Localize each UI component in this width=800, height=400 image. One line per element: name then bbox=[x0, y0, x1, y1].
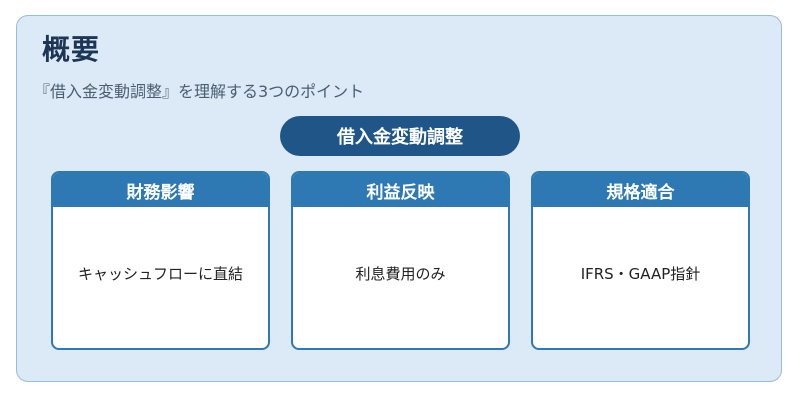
point-card-financial-impact: 財務影響 キャッシュフローに直結 bbox=[51, 171, 270, 350]
card-header: 利益反映 bbox=[293, 173, 508, 207]
page-title: 概要 bbox=[42, 33, 101, 66]
central-topic-label: 借入金変動調整 bbox=[337, 127, 463, 148]
card-body: 利息費用のみ bbox=[355, 265, 446, 283]
card-body: キャッシュフローに直結 bbox=[77, 265, 243, 283]
page-subtitle: 『借入金変動調整』を理解する3つのポイント bbox=[34, 82, 365, 101]
card-header: 財務影響 bbox=[53, 173, 268, 207]
point-card-profit-reflection: 利益反映 利息費用のみ bbox=[291, 171, 510, 350]
card-header: 規格適合 bbox=[533, 173, 748, 207]
point-card-standards-compliance: 規格適合 IFRS・GAAP指針 bbox=[531, 171, 750, 350]
card-body: IFRS・GAAP指針 bbox=[580, 265, 701, 283]
central-topic-pill: 借入金変動調整 bbox=[280, 116, 520, 156]
